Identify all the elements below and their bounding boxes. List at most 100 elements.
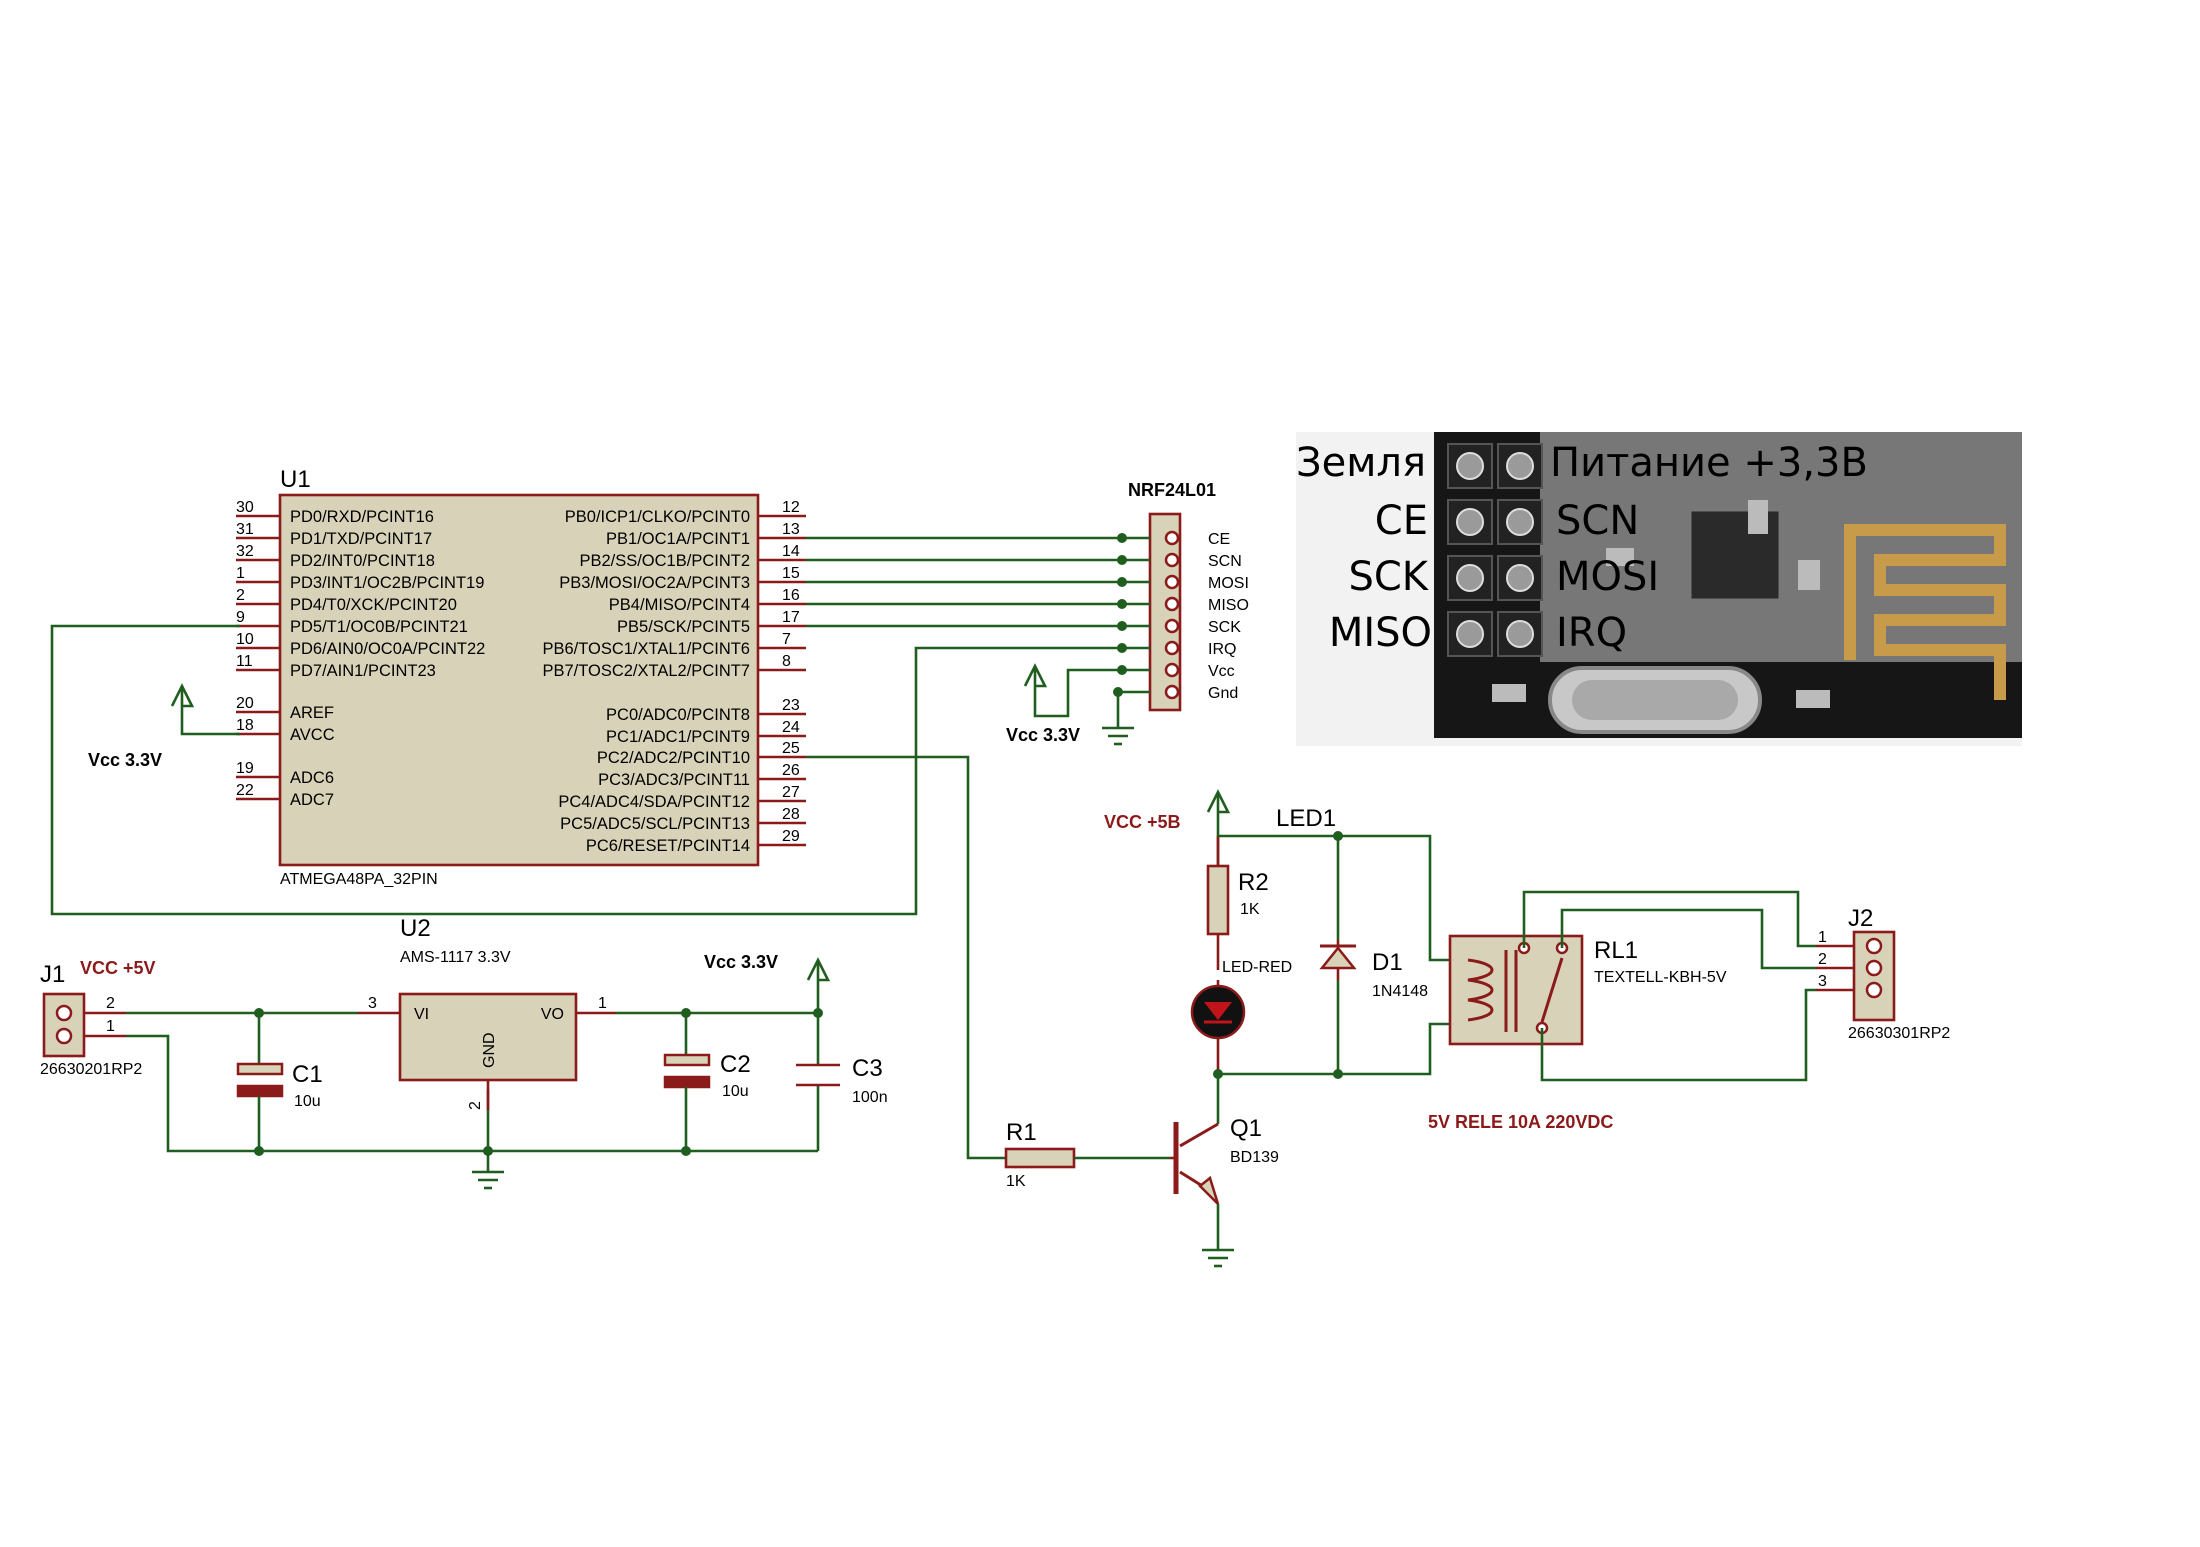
nrf-pin-label: MOSI — [1208, 575, 1249, 592]
u1-atmega: U1 ATMEGA48PA_32PIN 30PD0/RXD/PCINT1631P… — [236, 466, 806, 888]
vcc33-nrf-label: Vcc 3.3V — [1006, 725, 1080, 745]
r1-value: 1K — [1006, 1173, 1026, 1190]
vcc33-avcc-symbol: Vcc 3.3V — [88, 683, 240, 770]
j1-value: 26630201RP2 — [40, 1061, 142, 1078]
q1-ref: Q1 — [1230, 1115, 1262, 1142]
vcc33-avcc-label: Vcc 3.3V — [88, 750, 162, 770]
gnd-transistor-symbol — [1202, 1248, 1234, 1268]
spi-wires — [50, 533, 1150, 916]
vcc33-regulator-symbol: Vcc 3.3V — [704, 952, 831, 982]
photo-label-miso: MISO — [1329, 610, 1432, 656]
q1-value: BD139 — [1230, 1149, 1279, 1166]
rl1-value: TEXTELL-KBH-5V — [1594, 969, 1727, 986]
u1-value: ATMEGA48PA_32PIN — [280, 871, 438, 888]
c3-ref: C3 — [852, 1055, 883, 1082]
u1-right-pin-name: PB0/ICP1/CLKO/PCINT0 — [565, 508, 750, 526]
u1-right-pin-number: 16 — [782, 587, 800, 604]
nrf-pin-label: IRQ — [1208, 641, 1236, 658]
rl1-ref: RL1 — [1594, 937, 1638, 964]
u1-left-pin-name: PD3/INT1/OC2B/PCINT19 — [290, 574, 484, 592]
gnd-regulator-symbol — [472, 1170, 504, 1190]
pc2-to-r1-wire — [806, 755, 1006, 1160]
u2-pin-vi: 3 — [368, 995, 377, 1012]
nrf24l01-module-photo: Земля CE SCK MISO Питание +3,3В SCN MOSI… — [1296, 432, 2022, 746]
nrf-pin-socket — [1164, 662, 1180, 678]
nrf-pin-socket — [1164, 640, 1180, 656]
header-pin — [1506, 452, 1534, 480]
u1-right-pin-number: 14 — [782, 543, 800, 560]
u2-regulator: U2 AMS-1117 3.3V VI VO GND 3 1 2 — [358, 915, 616, 1110]
nrf-pin-label: MISO — [1208, 597, 1249, 614]
u1-left-pin-name: ADC7 — [290, 791, 334, 809]
u1-right-pin-name: PB1/OC1A/PCINT1 — [606, 530, 750, 548]
header-pin — [1506, 620, 1534, 648]
nrf-pin-label: Gnd — [1208, 685, 1238, 702]
u1-right-pin-number: 8 — [782, 653, 791, 670]
u1-right-pin-number: 15 — [782, 565, 800, 582]
u1-body — [278, 493, 760, 867]
u1-left-pin-number: 22 — [236, 782, 254, 799]
c1-value: 10u — [294, 1093, 321, 1110]
u1-left-pin-number: 32 — [236, 543, 254, 560]
c2-value: 10u — [722, 1083, 749, 1100]
u1-right-pin-name: PC1/ADC1/PCINT9 — [606, 728, 750, 746]
u1-right-pin-name: PC6/RESET/PCINT14 — [586, 837, 750, 855]
u1-right-pin-name: PB6/TOSC1/XTAL1/PCINT6 — [542, 640, 750, 658]
d1-value: 1N4148 — [1372, 983, 1428, 1000]
d1-ref: D1 — [1372, 949, 1403, 976]
nrf-pin-socket — [1164, 684, 1180, 700]
u1-left-pin-name: AVCC — [290, 726, 335, 744]
u1-left-pin-name: PD4/T0/XCK/PCINT20 — [290, 596, 457, 614]
u1-right-pin-number: 29 — [782, 828, 800, 845]
u1-left-pin-number: 19 — [236, 760, 254, 777]
header-pin — [1456, 620, 1484, 648]
nrf-pin-socket — [1164, 530, 1180, 546]
j2-ref: J2 — [1848, 905, 1873, 932]
photo-label-sck: SCK — [1348, 554, 1429, 600]
u1-right-pin-number: 26 — [782, 762, 800, 779]
u1-right-pin-name: PC4/ADC4/SDA/PCINT12 — [558, 793, 750, 811]
c1-ref: C1 — [292, 1061, 323, 1088]
c3-value: 100n — [852, 1089, 888, 1106]
j2-connector: J2 1 2 3 26630301RP2 — [1816, 905, 1950, 1042]
r1-resistor: R1 1K — [1004, 1119, 1170, 1190]
u1-left-pin-number: 20 — [236, 695, 254, 712]
vcc5-relay-symbol: VCC +5B — [1104, 789, 1231, 866]
r1-ref: R1 — [1006, 1119, 1037, 1146]
u2-pin-vo: 1 — [598, 995, 607, 1012]
header-pin — [1506, 564, 1534, 592]
u1-left-pin-name: PD1/TXD/PCINT17 — [290, 530, 432, 548]
j1-body — [42, 992, 86, 1058]
j1-pin1: 1 — [106, 1018, 115, 1035]
u1-right-pin-number: 7 — [782, 631, 791, 648]
relay-wires — [1213, 831, 1450, 1124]
nrf-pin-socket — [1164, 618, 1180, 634]
relay-contact-wires — [1522, 890, 1816, 1082]
u1-right-pin-number: 27 — [782, 784, 800, 801]
u1-right-pin-name: PC5/ADC5/SCL/PCINT13 — [560, 815, 750, 833]
r2-ref: R2 — [1238, 869, 1269, 896]
u1-left-pin-number: 18 — [236, 717, 254, 734]
led-red: LED-RED LED1 — [1190, 805, 1336, 1070]
j1-pin2: 2 — [106, 995, 115, 1012]
j2-pin2: 2 — [1818, 951, 1827, 968]
u1-right-pin-number: 25 — [782, 740, 800, 757]
u1-right-pin-name: PB3/MOSI/OC2A/PCINT3 — [559, 574, 750, 592]
nrf-title: NRF24L01 — [1128, 480, 1216, 500]
photo-label-irq: IRQ — [1556, 610, 1627, 656]
u1-left-pin-number: 11 — [236, 653, 253, 670]
c2-capacitor: C2 10u — [663, 1013, 751, 1151]
u2-value: AMS-1117 3.3V — [400, 949, 511, 966]
u1-left-pin-number: 1 — [236, 565, 245, 582]
nrf-pin-socket — [1164, 596, 1180, 612]
j1-ref: J1 — [40, 961, 65, 988]
u1-right-pin-number: 12 — [782, 499, 800, 516]
u1-left-pin-name: PD6/AIN0/OC0A/PCINT22 — [290, 640, 485, 658]
u1-left-pin-number: 2 — [236, 587, 245, 604]
u1-left-pin-name: ADC6 — [290, 769, 334, 787]
u2-gnd: GND — [481, 1032, 498, 1068]
u1-left-pin-name: PD0/RXD/PCINT16 — [290, 508, 434, 526]
nrf-pin-label: SCK — [1208, 619, 1241, 636]
